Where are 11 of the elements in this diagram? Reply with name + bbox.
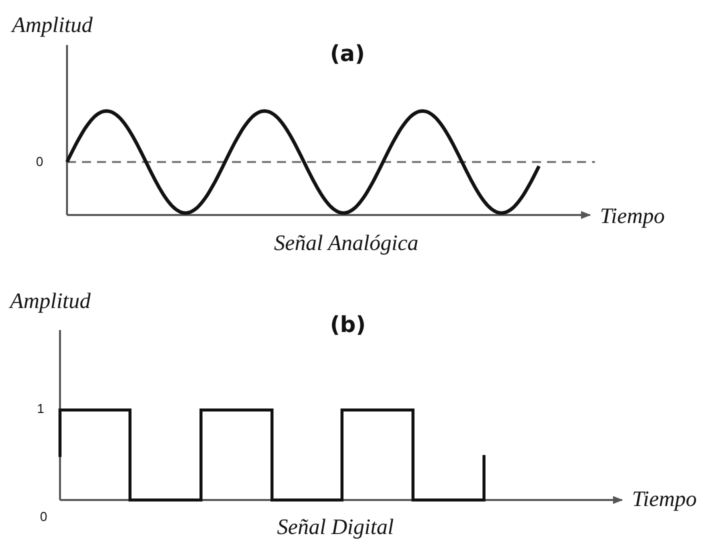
tick-label: 0 bbox=[36, 155, 44, 168]
panel-label: (b) bbox=[330, 315, 366, 337]
axis-label: Tiempo bbox=[632, 488, 697, 510]
axis-label: Amplitud bbox=[10, 290, 91, 312]
panel-label: (a) bbox=[330, 44, 365, 66]
axis-label: Amplitud bbox=[12, 14, 93, 36]
axis-label: Tiempo bbox=[600, 205, 665, 227]
tick-label: 1 bbox=[37, 402, 44, 415]
tick-label: 0 bbox=[40, 510, 48, 523]
caption: Señal Analógica bbox=[274, 232, 418, 254]
caption: Señal Digital bbox=[277, 516, 394, 538]
